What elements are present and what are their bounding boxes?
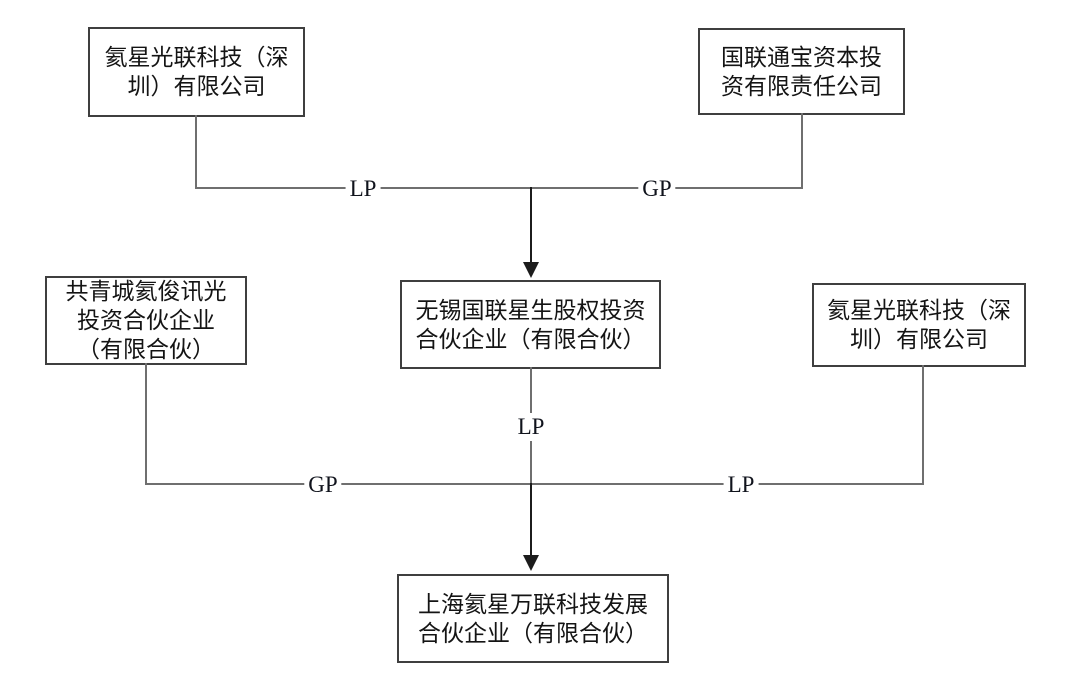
node-bottom-partnership: 上海氦星万联科技发展 合伙企业（有限合伙） bbox=[397, 574, 669, 663]
node-middle-left-company: 共青城氦俊讯光 投资合伙企业 （有限合伙） bbox=[45, 276, 247, 365]
edge-label-gp-top: GP bbox=[638, 176, 676, 202]
arrowhead-down-bottom-icon bbox=[523, 555, 539, 571]
connector-stub-center-upper bbox=[530, 367, 532, 413]
connector-stub-middle-right bbox=[922, 365, 924, 484]
node-middle-center-fund: 无锡国联星生股权投资 合伙企业（有限合伙） bbox=[400, 280, 661, 369]
node-top-right-company: 国联通宝资本投 资有限责任公司 bbox=[698, 28, 905, 115]
connector-horizontal-lower bbox=[145, 483, 924, 485]
connector-horizontal-top bbox=[195, 187, 803, 189]
arrow-shaft-bottom bbox=[530, 483, 532, 557]
connector-stub-center-lower bbox=[530, 441, 532, 485]
edge-label-lp-lower: LP bbox=[723, 472, 759, 498]
node-middle-right-company: 氦星光联科技（深 圳）有限公司 bbox=[812, 283, 1026, 367]
connector-stub-top-right bbox=[801, 113, 803, 189]
arrow-shaft-top bbox=[530, 187, 532, 264]
connector-stub-middle-left bbox=[145, 363, 147, 484]
edge-label-gp-lower: GP bbox=[304, 472, 342, 498]
edge-label-lp-top: LP bbox=[345, 176, 381, 202]
edge-label-lp-center: LP bbox=[513, 414, 549, 440]
arrowhead-down-top-icon bbox=[523, 262, 539, 278]
connector-stub-top-left bbox=[195, 115, 197, 189]
node-top-left-company: 氦星光联科技（深 圳）有限公司 bbox=[88, 27, 305, 117]
